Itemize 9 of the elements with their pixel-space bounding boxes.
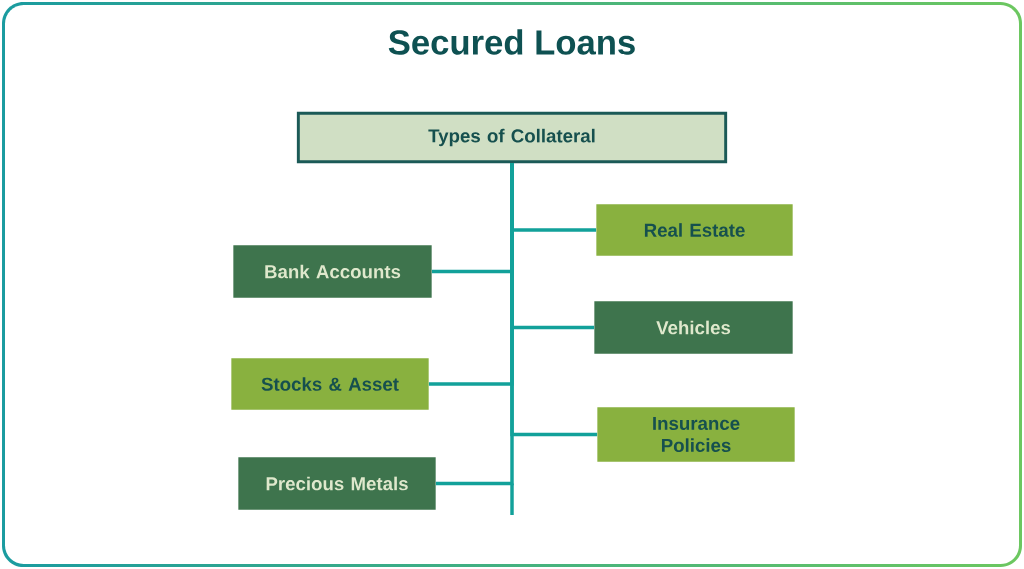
item-box: Stocks & Asset — [231, 358, 429, 410]
category-box: Types of Collateral — [296, 111, 728, 164]
title: Secured Loans — [388, 29, 635, 55]
connector-line — [435, 163, 514, 486]
item-box: Insurance Policies — [597, 407, 795, 462]
item-box: Precious Metals — [238, 457, 436, 510]
item-box: Bank Accounts — [233, 245, 432, 298]
item-box: Real Estate — [596, 204, 793, 256]
item-box: Vehicles — [594, 301, 793, 354]
